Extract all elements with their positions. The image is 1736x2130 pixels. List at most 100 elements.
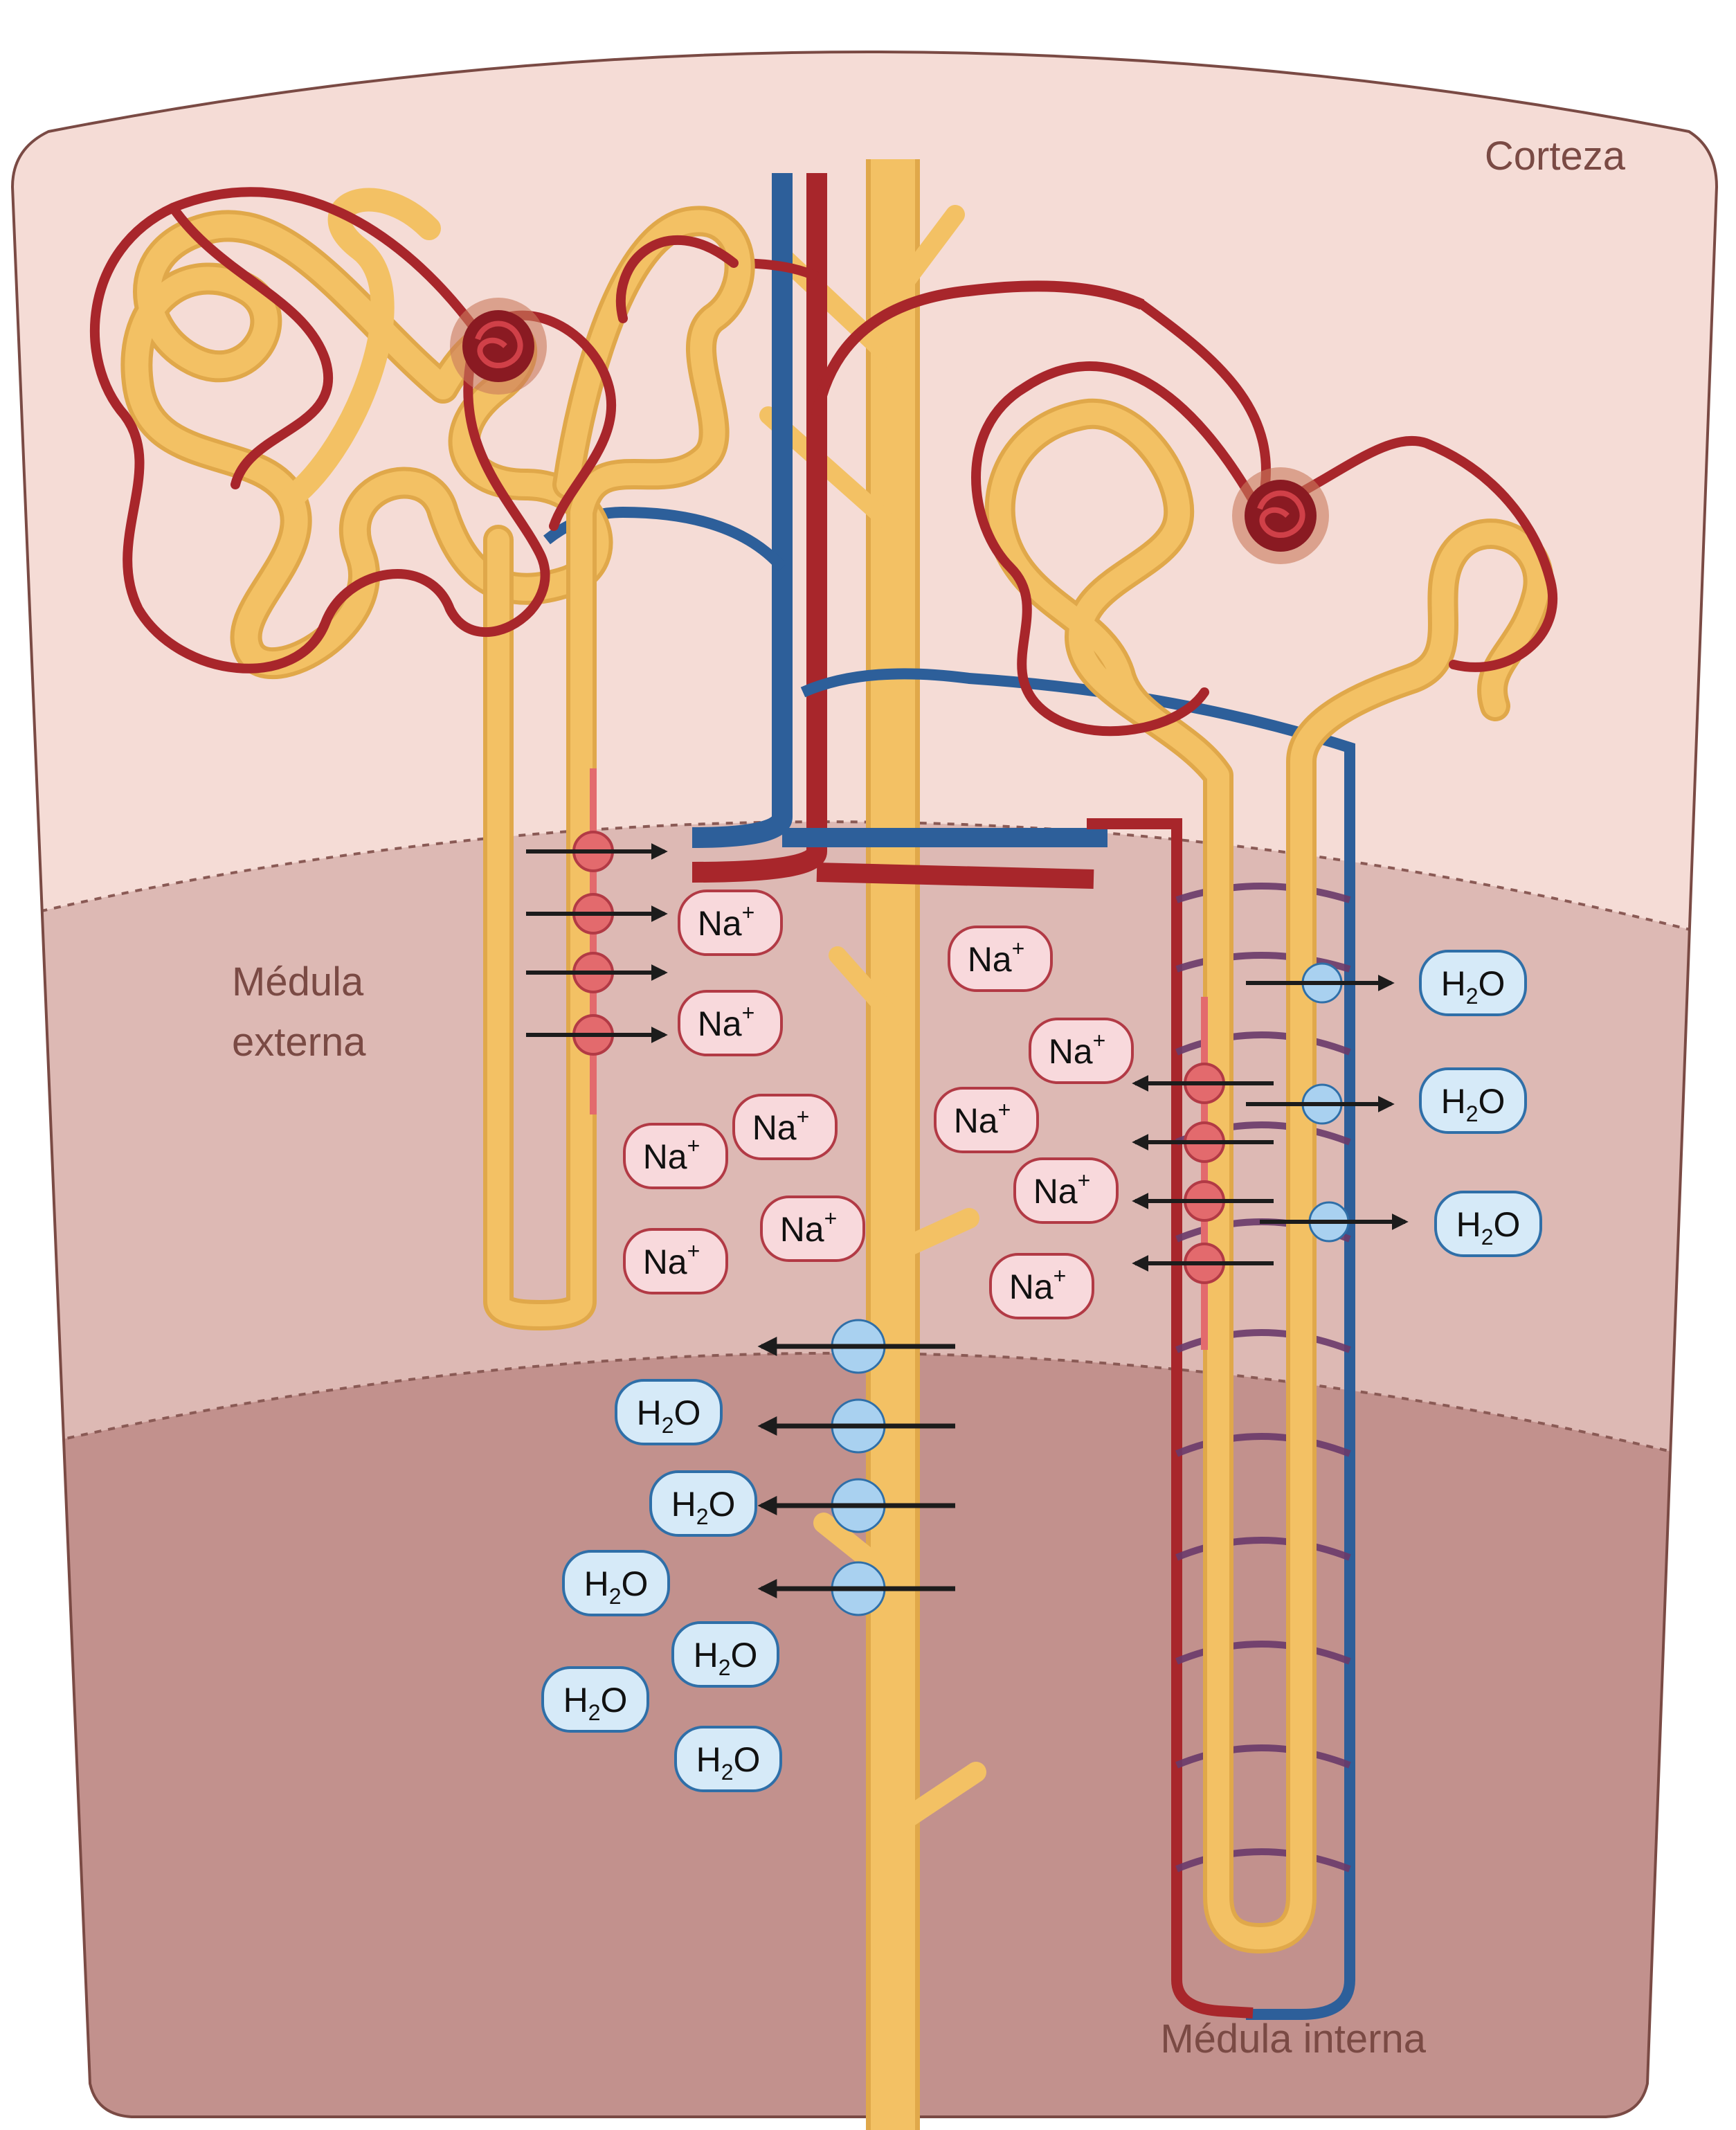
arcuate-artery: [816, 863, 1094, 889]
water-oxygen: O: [1479, 1082, 1506, 1121]
water-label: H2O: [563, 1681, 628, 1725]
water-hydrogen: H: [1441, 964, 1466, 1003]
water-hydrogen: H: [694, 1636, 718, 1675]
sodium-charge: +: [742, 1000, 755, 1025]
water-hydrogen: H: [637, 1393, 662, 1432]
water-subscript: 2: [696, 1504, 709, 1529]
sodium-charge: +: [742, 900, 755, 925]
sodium-charge: +: [1093, 1028, 1106, 1053]
sodium-symbol: Na: [643, 1137, 687, 1176]
sodium-ion-badge: Na+: [948, 926, 1053, 992]
sodium-charge: +: [1012, 936, 1025, 961]
sodium-label: Na+: [954, 1097, 1011, 1140]
water-hydrogen: H: [563, 1681, 588, 1720]
water-oxygen: O: [1479, 964, 1506, 1003]
collecting-duct: [759, 159, 986, 2130]
water-molecule-badge: H2O: [541, 1666, 649, 1733]
sodium-label: Na+: [698, 1000, 755, 1043]
water-label: H2O: [671, 1485, 736, 1529]
sodium-label: Na+: [752, 1104, 810, 1147]
water-molecule-badge: H2O: [674, 1726, 782, 1792]
right-water-transport: [1246, 962, 1409, 1243]
water-molecule-badge: H2O: [671, 1621, 779, 1688]
water-oxygen: O: [1494, 1205, 1521, 1244]
artery-descending: [691, 173, 827, 883]
water-subscript: 2: [588, 1700, 601, 1725]
water-label: H2O: [1441, 964, 1506, 1009]
sodium-label: Na+: [968, 936, 1025, 979]
water-hydrogen: H: [584, 1564, 609, 1603]
sodium-ion-badge: Na+: [760, 1195, 865, 1262]
water-oxygen: O: [734, 1740, 761, 1779]
sodium-ion-badge: Na+: [678, 890, 783, 956]
sodium-label: Na+: [1049, 1028, 1106, 1071]
water-molecule-badge: H2O: [649, 1470, 757, 1537]
vasa-recta-arterial: [1087, 818, 1254, 2019]
cortex-label: Corteza: [1485, 134, 1626, 179]
water-hydrogen: H: [696, 1740, 721, 1779]
sodium-ion-badge: Na+: [623, 1228, 728, 1294]
water-oxygen: O: [731, 1636, 758, 1675]
sodium-charge: +: [687, 1238, 700, 1263]
vein-descending: [691, 173, 793, 848]
water-subscript: 2: [662, 1413, 674, 1438]
water-hydrogen: H: [1441, 1082, 1466, 1121]
right-nephron: [971, 300, 1558, 1953]
left-nephron: [90, 187, 755, 1330]
sodium-ion-badge: Na+: [1029, 1018, 1134, 1084]
water-molecule-badge: H2O: [1434, 1191, 1542, 1257]
sodium-charge: +: [1078, 1168, 1091, 1193]
sodium-charge: +: [687, 1133, 700, 1158]
water-oxygen: O: [622, 1564, 649, 1603]
inner-medulla-label: Médula interna: [1160, 2016, 1426, 2061]
water-subscript: 2: [1481, 1225, 1494, 1249]
sodium-ion-badge: Na+: [934, 1087, 1039, 1153]
water-hydrogen: H: [671, 1485, 696, 1524]
water-molecule-badge: H2O: [1419, 1067, 1527, 1134]
sodium-ion-badge: Na+: [732, 1094, 838, 1160]
water-oxygen: O: [674, 1393, 701, 1432]
sodium-symbol: Na: [954, 1101, 998, 1140]
water-subscript: 2: [1466, 984, 1479, 1009]
left-sodium-transport: [526, 768, 668, 1114]
sodium-ion-badge: Na+: [1013, 1157, 1119, 1224]
sodium-charge: +: [998, 1097, 1011, 1122]
collecting-duct-water-transport: [757, 1319, 955, 1616]
sodium-symbol: Na: [698, 904, 742, 943]
water-label: H2O: [696, 1740, 761, 1785]
water-subscript: 2: [609, 1584, 622, 1609]
kidney-outline: [10, 51, 1719, 2118]
right-sodium-transport: [1132, 997, 1274, 1350]
sodium-label: Na+: [1033, 1168, 1091, 1211]
sodium-label: Na+: [643, 1238, 700, 1281]
water-hydrogen: H: [1456, 1205, 1481, 1244]
sodium-ion-badge: Na+: [678, 990, 783, 1056]
sodium-charge: +: [1054, 1263, 1067, 1288]
water-subscript: 2: [721, 1760, 734, 1785]
sodium-charge: +: [797, 1104, 810, 1129]
water-oxygen: O: [601, 1681, 628, 1720]
sodium-symbol: Na: [1009, 1267, 1054, 1306]
sodium-ions: Na+Na+Na+Na+Na+Na+Na+Na+Na+Na+Na+: [623, 890, 1134, 1319]
water-subscript: 2: [718, 1655, 731, 1680]
water-molecule-badge: H2O: [615, 1379, 723, 1445]
water-label: H2O: [694, 1636, 758, 1680]
sodium-symbol: Na: [698, 1004, 742, 1043]
sodium-label: Na+: [643, 1133, 700, 1176]
water-oxygen: O: [709, 1485, 736, 1524]
water-label: H2O: [584, 1564, 649, 1609]
sodium-symbol: Na: [1033, 1172, 1078, 1211]
glomerulus-icon: [462, 310, 534, 382]
glomerulus-icon: [1245, 480, 1317, 552]
sodium-symbol: Na: [780, 1210, 824, 1249]
sodium-symbol: Na: [1049, 1032, 1093, 1071]
sodium-charge: +: [824, 1206, 838, 1231]
water-molecule-badge: H2O: [1419, 950, 1527, 1016]
sodium-symbol: Na: [968, 940, 1012, 979]
outer-medulla-label-line2: externa: [232, 1020, 366, 1065]
water-molecule-badge: H2O: [562, 1550, 670, 1616]
outer-medulla-label-line1: Médula: [232, 959, 364, 1004]
